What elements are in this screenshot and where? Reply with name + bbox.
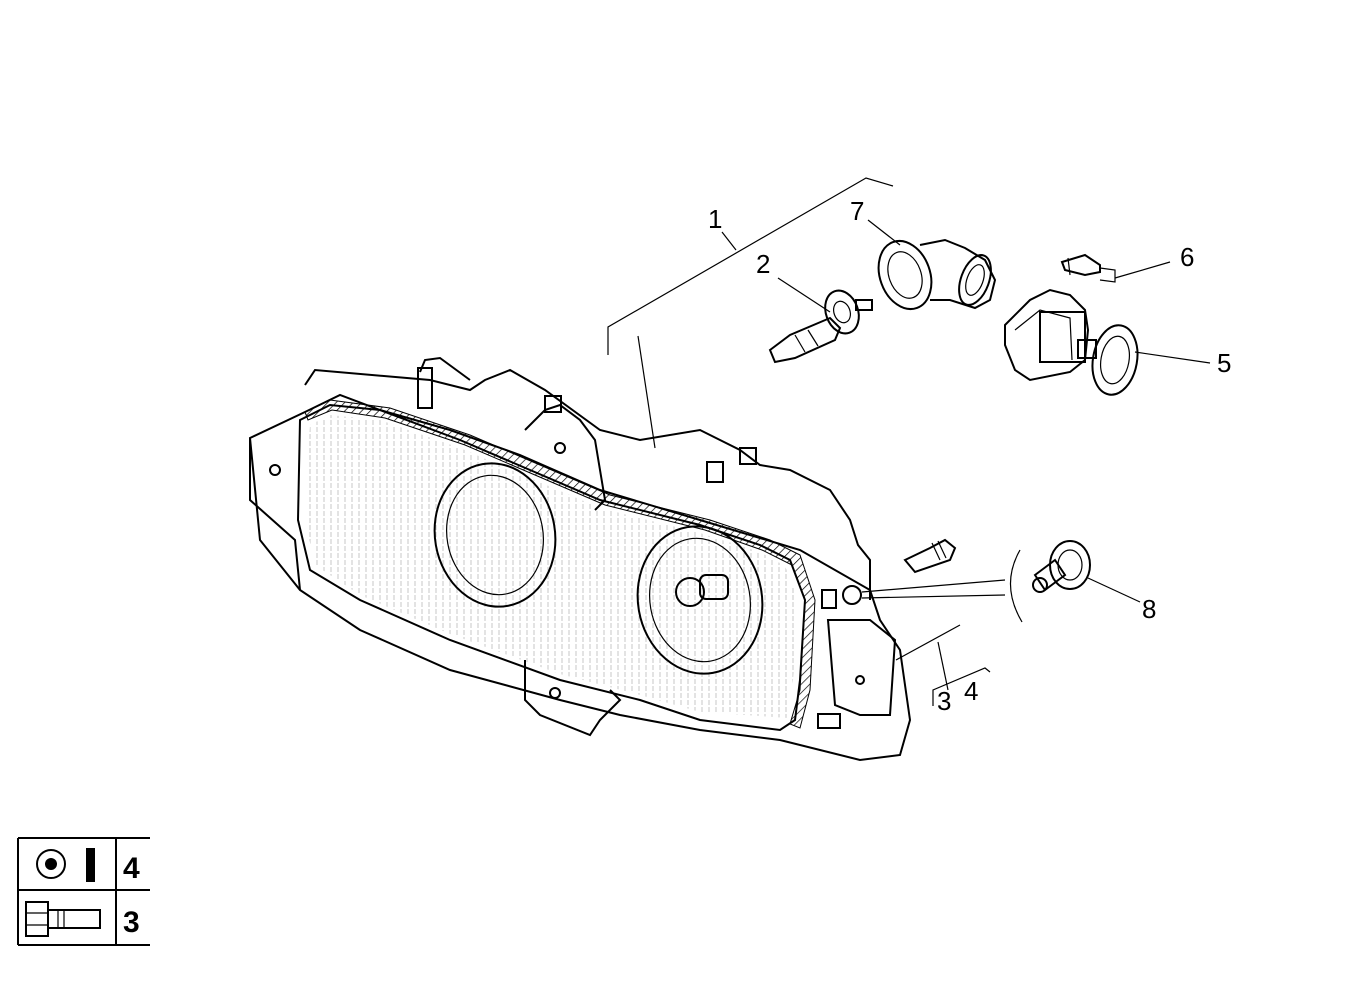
small-bulb-part [1060, 253, 1116, 283]
callout-4: 4 [964, 676, 978, 706]
callout-8: 8 [1142, 594, 1156, 624]
callout-3: 3 [937, 686, 951, 716]
leader-lines [607, 177, 1211, 706]
callout-5: 5 [1217, 348, 1231, 378]
adjuster-knob-part [1032, 540, 1091, 593]
legend-value-row-1: 4 [123, 852, 140, 885]
callout-labels: 1 2 7 6 5 8 3 4 [708, 196, 1231, 716]
bolt-icon [25, 901, 101, 937]
bulb-part [768, 289, 873, 364]
position-light-socket-part [1004, 288, 1139, 396]
washer-nut-icon [36, 848, 95, 882]
fastener-legend: 4 3 [17, 837, 150, 946]
callout-6: 6 [1180, 242, 1194, 272]
socket-part [877, 238, 997, 310]
headlamp-assembly [248, 356, 957, 762]
callout-1: 1 [708, 204, 722, 234]
legend-value-row-2: 3 [123, 906, 140, 939]
callout-2: 2 [756, 249, 770, 279]
callout-7: 7 [850, 196, 864, 226]
